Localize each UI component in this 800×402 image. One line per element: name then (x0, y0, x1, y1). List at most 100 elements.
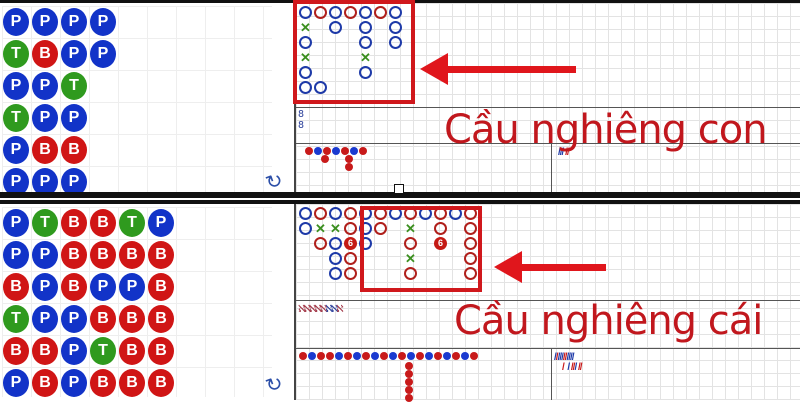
player-ring (329, 252, 342, 265)
player-bead: P (61, 104, 87, 132)
banker-bead: B (3, 337, 29, 365)
empty-cell (314, 267, 327, 280)
divider (296, 348, 800, 349)
banker-ring (344, 222, 357, 235)
banker-bead: B (119, 369, 145, 397)
banker-bead: B (61, 241, 87, 269)
banker-ring (344, 252, 357, 265)
player-ring (329, 6, 342, 19)
banker-bead: B (148, 305, 174, 333)
banker-bead: B (61, 136, 87, 164)
banker-bead: B (32, 40, 58, 68)
divider (296, 300, 800, 301)
banker-bead: B (32, 337, 58, 365)
highlight-box (293, 0, 415, 104)
player-ring (329, 237, 342, 250)
empty-cell (314, 252, 327, 265)
player-bead: P (32, 104, 58, 132)
resize-handle[interactable] (394, 184, 404, 194)
player-ring (299, 36, 312, 49)
player-bead: P (3, 8, 29, 36)
player-bead: P (3, 209, 29, 237)
banker-bead: B (148, 241, 174, 269)
player-bead: P (32, 305, 58, 333)
big-road-grid: ✕ ✕ ✕ (298, 5, 403, 95)
tie-mark: ✕ (300, 20, 311, 35)
player-bead: P (32, 168, 58, 196)
player-ring (359, 6, 372, 19)
player-ring (299, 81, 312, 94)
empty-cell (299, 282, 312, 295)
banker-bead: B (3, 273, 29, 301)
banker-ring (314, 6, 327, 19)
count-marker: 6 (344, 237, 357, 250)
player-ring (299, 6, 312, 19)
player-ring (389, 36, 402, 49)
player-bead: P (61, 8, 87, 36)
divider (296, 107, 800, 108)
arrow-pointer (420, 53, 576, 85)
player-bead: P (61, 168, 87, 196)
player-bead: P (3, 136, 29, 164)
small-road (304, 147, 367, 155)
tie-bead: T (61, 72, 87, 100)
banker-ring (314, 237, 327, 250)
annotation-label: Cầu nghiêng cái (454, 298, 763, 344)
big-road-grid: ✕✕6✕✕6 (298, 206, 478, 296)
banker-ring (404, 267, 417, 280)
tie-bead: T (3, 40, 29, 68)
banker-ring (464, 267, 477, 280)
tie-bead: T (3, 305, 29, 333)
banker-bead: B (148, 369, 174, 397)
panel-divider (0, 192, 800, 198)
big-eye-road: ℵℵℵℵℵℵℵℵ (298, 304, 344, 315)
player-ring (299, 66, 312, 79)
player-bead: P (61, 337, 87, 365)
small-road-col (344, 155, 353, 171)
banker-bead: B (32, 369, 58, 397)
banker-bead: B (119, 305, 145, 333)
tie-mark: ✕ (300, 50, 311, 65)
player-bead: P (32, 241, 58, 269)
tie-mark: ✕ (360, 50, 371, 65)
player-bead: P (3, 72, 29, 100)
player-bead: P (90, 8, 116, 36)
banker-bead: B (119, 337, 145, 365)
player-bead: P (90, 273, 116, 301)
divider (551, 348, 552, 400)
player-bead: P (32, 72, 58, 100)
tie-mark: ✕ (330, 221, 341, 236)
player-bead: P (61, 369, 87, 397)
player-ring (329, 21, 342, 34)
banker-ring (344, 6, 357, 19)
banker-bead: B (119, 241, 145, 269)
player-ring (299, 222, 312, 235)
player-bead: P (3, 241, 29, 269)
player-bead: P (3, 168, 29, 196)
tie-bead: T (119, 209, 145, 237)
player-ring (314, 81, 327, 94)
banker-bead: B (61, 273, 87, 301)
banker-bead: B (90, 369, 116, 397)
player-bead: P (90, 40, 116, 68)
cockroach-road: / / /// // (562, 362, 583, 373)
player-bead: P (3, 369, 29, 397)
small-road-col (404, 362, 413, 402)
banker-bead: B (90, 305, 116, 333)
banker-ring (464, 237, 477, 250)
banker-ring (374, 222, 387, 235)
player-bead: P (119, 273, 145, 301)
player-bead: P (32, 273, 58, 301)
banker-ring (344, 267, 357, 280)
banker-ring (404, 237, 417, 250)
empty-cell (299, 237, 312, 250)
divider (551, 143, 552, 193)
banker-bead: B (90, 209, 116, 237)
player-ring (359, 36, 372, 49)
